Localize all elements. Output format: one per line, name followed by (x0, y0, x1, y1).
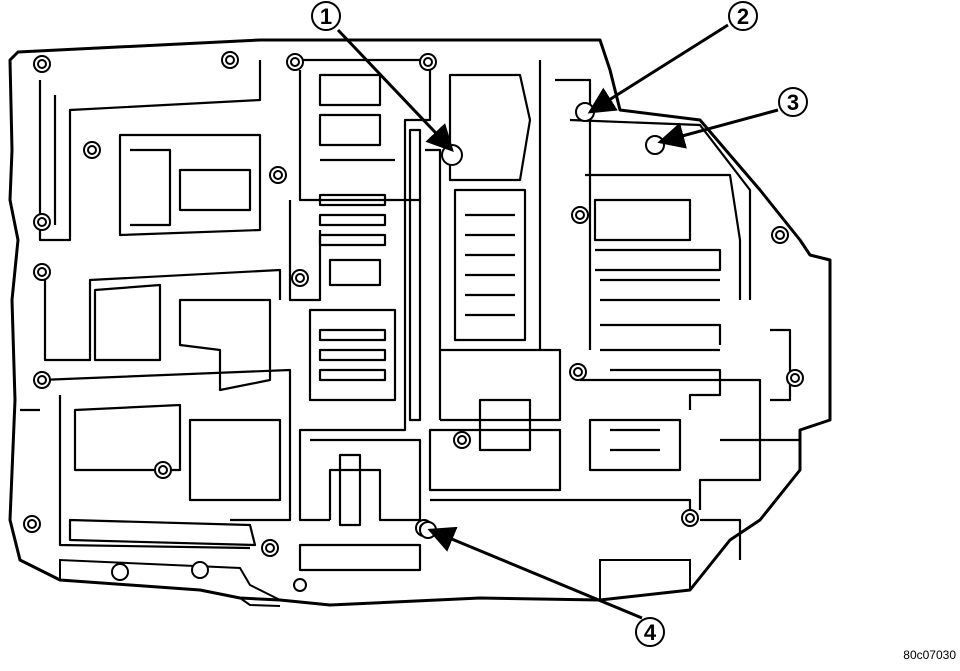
svg-text:1: 1 (320, 4, 332, 29)
valve-body-lower-lip (59, 419, 831, 607)
figure-id-label: 80c07030 (903, 648, 956, 662)
callout-2: 2 (728, 1, 758, 31)
svg-text:4: 4 (644, 620, 657, 645)
callout-4: 4 (635, 617, 665, 647)
svg-text:3: 3 (787, 90, 799, 115)
callout-3: 3 (778, 87, 808, 117)
callout-1-leader (336, 28, 454, 152)
callout-3-leader (657, 108, 779, 149)
callout-leaders (336, 23, 779, 620)
callout-2-leader (587, 23, 729, 114)
callout-1: 1 (311, 1, 341, 31)
svg-text:2: 2 (737, 4, 749, 29)
callout-4-leader (427, 526, 643, 620)
